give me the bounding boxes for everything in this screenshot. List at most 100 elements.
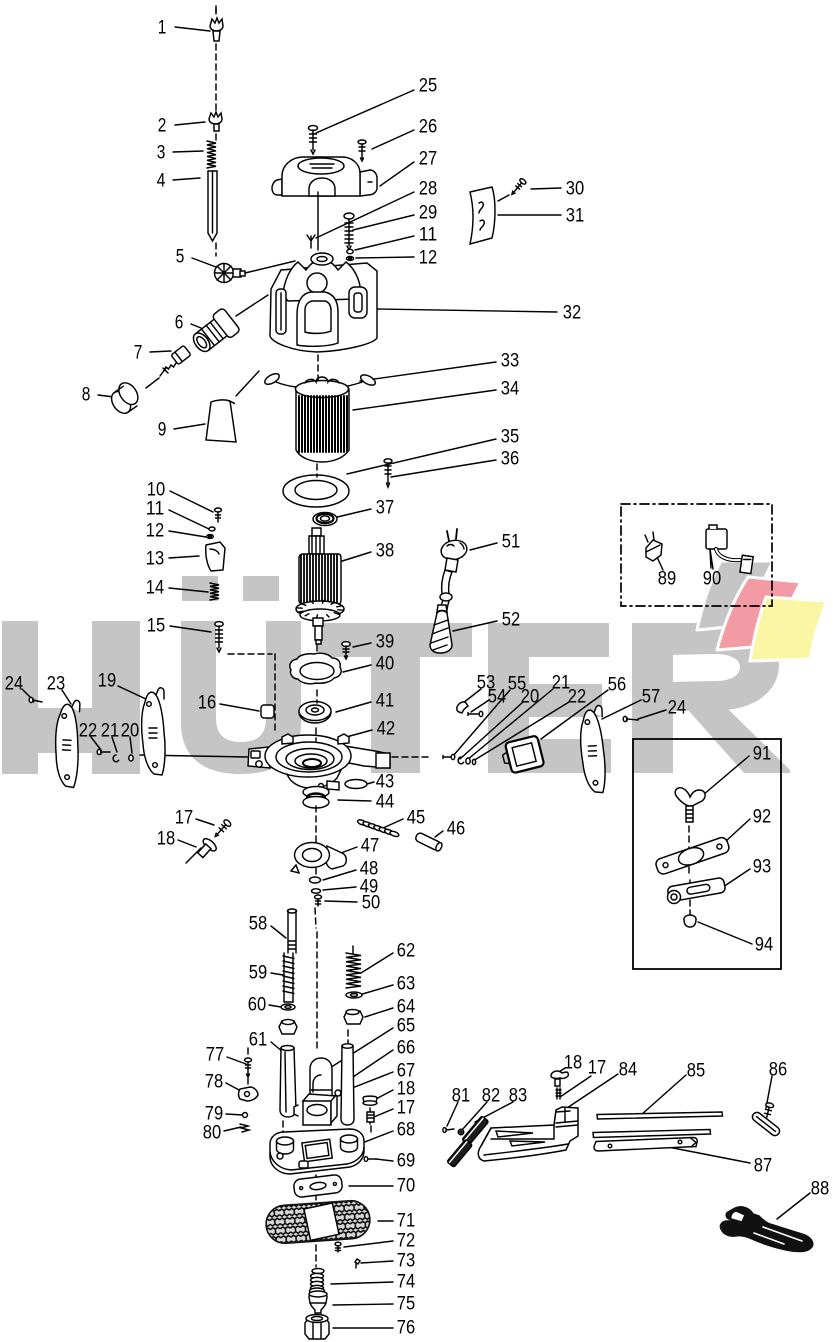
svg-text:91: 91 bbox=[753, 744, 771, 765]
svg-text:30: 30 bbox=[566, 179, 584, 200]
svg-text:25: 25 bbox=[419, 76, 437, 97]
svg-text:62: 62 bbox=[397, 941, 415, 962]
svg-text:59: 59 bbox=[249, 963, 267, 984]
svg-text:34: 34 bbox=[501, 379, 520, 400]
svg-text:67: 67 bbox=[397, 1061, 415, 1082]
svg-text:84: 84 bbox=[619, 1060, 638, 1081]
svg-text:89: 89 bbox=[658, 569, 676, 590]
svg-text:85: 85 bbox=[687, 1061, 705, 1082]
svg-text:54: 54 bbox=[488, 687, 507, 708]
svg-text:16: 16 bbox=[198, 693, 216, 714]
svg-text:76: 76 bbox=[397, 1318, 415, 1339]
svg-text:75: 75 bbox=[397, 1294, 415, 1315]
svg-text:17: 17 bbox=[588, 1058, 606, 1079]
svg-text:18: 18 bbox=[397, 1079, 415, 1100]
svg-text:23: 23 bbox=[47, 674, 65, 695]
svg-text:13: 13 bbox=[146, 549, 164, 570]
svg-text:92: 92 bbox=[753, 807, 771, 828]
svg-text:77: 77 bbox=[206, 1045, 224, 1066]
svg-text:61: 61 bbox=[249, 1030, 267, 1051]
svg-text:29: 29 bbox=[419, 203, 437, 224]
svg-text:3: 3 bbox=[157, 143, 166, 164]
svg-text:50: 50 bbox=[362, 893, 380, 914]
svg-text:9: 9 bbox=[158, 420, 167, 441]
svg-text:42: 42 bbox=[377, 719, 395, 740]
svg-text:38: 38 bbox=[376, 541, 394, 562]
svg-text:12: 12 bbox=[419, 248, 437, 269]
svg-text:43: 43 bbox=[376, 772, 394, 793]
svg-text:21: 21 bbox=[552, 673, 570, 694]
svg-text:57: 57 bbox=[642, 687, 660, 708]
svg-text:10: 10 bbox=[147, 480, 165, 501]
svg-text:70: 70 bbox=[397, 1176, 415, 1197]
svg-text:17: 17 bbox=[175, 808, 193, 829]
svg-text:88: 88 bbox=[811, 1179, 829, 1200]
svg-text:32: 32 bbox=[563, 303, 581, 324]
svg-text:15: 15 bbox=[147, 616, 165, 637]
svg-text:8: 8 bbox=[82, 385, 91, 406]
svg-text:2: 2 bbox=[158, 116, 167, 137]
svg-text:39: 39 bbox=[376, 632, 394, 653]
svg-text:11: 11 bbox=[146, 499, 164, 520]
svg-text:24: 24 bbox=[5, 674, 24, 695]
svg-text:87: 87 bbox=[754, 1156, 772, 1177]
svg-text:46: 46 bbox=[447, 819, 465, 840]
svg-text:19: 19 bbox=[98, 671, 116, 692]
svg-text:7: 7 bbox=[134, 343, 143, 364]
svg-text:35: 35 bbox=[501, 427, 519, 448]
svg-text:56: 56 bbox=[608, 675, 626, 696]
svg-text:68: 68 bbox=[397, 1120, 415, 1141]
svg-text:37: 37 bbox=[376, 498, 394, 519]
svg-text:28: 28 bbox=[419, 179, 437, 200]
svg-text:45: 45 bbox=[407, 808, 425, 829]
svg-text:1: 1 bbox=[158, 18, 167, 39]
svg-text:20: 20 bbox=[121, 721, 139, 742]
svg-text:83: 83 bbox=[509, 1086, 527, 1107]
svg-text:27: 27 bbox=[419, 149, 437, 170]
svg-text:49: 49 bbox=[360, 877, 378, 898]
svg-text:18: 18 bbox=[157, 829, 175, 850]
svg-text:26: 26 bbox=[419, 117, 437, 138]
svg-text:24: 24 bbox=[668, 698, 687, 719]
svg-text:12: 12 bbox=[146, 521, 164, 542]
svg-text:58: 58 bbox=[249, 914, 267, 935]
svg-text:71: 71 bbox=[397, 1211, 415, 1232]
svg-text:72: 72 bbox=[397, 1231, 415, 1252]
svg-text:69: 69 bbox=[397, 1151, 415, 1172]
svg-text:74: 74 bbox=[397, 1272, 416, 1293]
svg-text:33: 33 bbox=[501, 351, 519, 372]
svg-text:6: 6 bbox=[175, 313, 184, 334]
svg-text:66: 66 bbox=[397, 1038, 415, 1059]
svg-text:86: 86 bbox=[769, 1060, 787, 1081]
svg-text:73: 73 bbox=[397, 1251, 415, 1272]
svg-text:60: 60 bbox=[248, 995, 266, 1016]
svg-text:18: 18 bbox=[564, 1053, 582, 1074]
svg-text:94: 94 bbox=[755, 935, 774, 956]
svg-text:53: 53 bbox=[477, 673, 495, 694]
svg-text:21: 21 bbox=[101, 721, 119, 742]
svg-text:52: 52 bbox=[502, 610, 520, 631]
svg-text:44: 44 bbox=[376, 792, 395, 813]
svg-text:5: 5 bbox=[176, 247, 185, 268]
svg-text:90: 90 bbox=[703, 569, 721, 590]
svg-text:22: 22 bbox=[79, 721, 97, 742]
svg-text:11: 11 bbox=[419, 225, 437, 246]
svg-text:17: 17 bbox=[397, 1098, 415, 1119]
svg-text:63: 63 bbox=[397, 974, 415, 995]
svg-text:20: 20 bbox=[521, 687, 539, 708]
svg-text:4: 4 bbox=[157, 171, 166, 192]
svg-text:36: 36 bbox=[501, 449, 519, 470]
svg-text:93: 93 bbox=[753, 857, 771, 878]
svg-text:65: 65 bbox=[397, 1016, 415, 1037]
svg-text:22: 22 bbox=[568, 687, 586, 708]
svg-text:31: 31 bbox=[566, 206, 584, 227]
svg-text:80: 80 bbox=[203, 1123, 221, 1144]
svg-text:55: 55 bbox=[508, 674, 526, 695]
svg-text:79: 79 bbox=[205, 1104, 223, 1125]
svg-text:51: 51 bbox=[502, 532, 520, 553]
svg-text:78: 78 bbox=[205, 1072, 223, 1093]
svg-text:47: 47 bbox=[361, 836, 379, 857]
svg-text:40: 40 bbox=[376, 654, 394, 675]
svg-text:48: 48 bbox=[360, 859, 378, 880]
svg-text:41: 41 bbox=[376, 691, 394, 712]
